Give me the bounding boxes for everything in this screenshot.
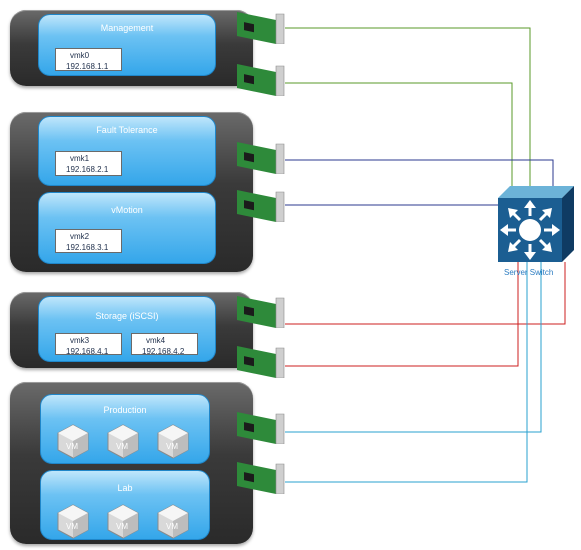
uplink-storage-2 — [285, 262, 519, 367]
portgroup-title: Management — [100, 23, 154, 33]
vmk-ip: 192.168.1.1 — [66, 62, 109, 71]
vm-label: VM — [66, 522, 78, 531]
uplink-production — [285, 262, 542, 433]
switch-label: Server Switch — [504, 268, 554, 277]
vmk-name: vmk3 — [70, 336, 90, 345]
vmk-ip: 192.168.3.1 — [66, 243, 109, 252]
uplink-storage-1 — [285, 262, 566, 325]
nic-card-icon — [237, 12, 285, 44]
nic-card-icon — [237, 296, 285, 328]
uplink-ft — [285, 159, 554, 186]
nic-card-icon — [237, 142, 285, 174]
vm-label: VM — [66, 442, 78, 451]
vmk-name: vmk1 — [70, 154, 90, 163]
portgroup-fault-tolerance[interactable]: Fault Tolerance vmk1 192.168.2.1 — [38, 116, 216, 186]
vmk1-box[interactable]: vmk1 192.168.2.1 — [55, 151, 122, 176]
vmk-ip: 192.168.2.1 — [66, 165, 109, 174]
vmk-name: vmk4 — [146, 336, 166, 345]
nic-card-icon — [237, 190, 285, 222]
vm-icon[interactable]: VM — [105, 423, 141, 459]
host-ft-vmotion: Fault Tolerance vmk1 192.168.2.1 vMotion… — [10, 112, 253, 272]
nic-card-icon — [237, 64, 285, 96]
portgroup-title: vMotion — [111, 205, 143, 215]
vm-icon[interactable]: VM — [155, 423, 191, 459]
vm-label: VM — [116, 522, 128, 531]
uplink-management-2 — [285, 82, 513, 186]
vm-label: VM — [166, 522, 178, 531]
vm-icon[interactable]: VM — [55, 503, 91, 539]
vm-icon[interactable]: VM — [155, 503, 191, 539]
vmk-ip: 192.168.4.1 — [66, 347, 109, 356]
portgroup-production[interactable]: Production VM VM VM — [40, 394, 210, 464]
portgroup-title: Production — [103, 405, 147, 415]
host-vm-networks: Production VM VM VM Lab VM — [10, 382, 253, 544]
uplink-lab — [285, 262, 528, 483]
portgroup-storage[interactable]: Storage (iSCSI) vmk3 192.168.4.1 vmk4 19… — [38, 296, 216, 362]
portgroup-title: Storage (iSCSI) — [95, 311, 159, 321]
vmk0-box[interactable]: vmk0 192.168.1.1 — [55, 48, 122, 71]
portgroup-title: Lab — [117, 483, 133, 493]
vmk3-box[interactable]: vmk3 192.168.4.1 — [55, 333, 122, 356]
host-management: Management vmk0 192.168.1.1 — [10, 10, 253, 86]
portgroup-management[interactable]: Management vmk0 192.168.1.1 — [38, 14, 216, 76]
vm-label: VM — [166, 442, 178, 451]
vm-icon[interactable]: VM — [105, 503, 141, 539]
nic-card-icon — [237, 346, 285, 378]
vmk4-box[interactable]: vmk4 192.168.4.2 — [131, 333, 198, 356]
host-storage: Storage (iSCSI) vmk3 192.168.4.1 vmk4 19… — [10, 292, 253, 368]
uplink-management-1 — [285, 27, 531, 186]
network-switch-icon[interactable] — [498, 186, 576, 264]
portgroup-vmotion[interactable]: vMotion vmk2 192.168.3.1 — [38, 192, 216, 264]
nic-card-icon — [237, 412, 285, 444]
vmk-name: vmk0 — [70, 51, 90, 60]
vm-label: VM — [116, 442, 128, 451]
nic-card-icon — [237, 462, 285, 494]
vmk-name: vmk2 — [70, 232, 90, 241]
vmk-ip: 192.168.4.2 — [142, 347, 185, 356]
vm-icon[interactable]: VM — [55, 423, 91, 459]
portgroup-lab[interactable]: Lab VM VM VM — [40, 470, 210, 540]
portgroup-title: Fault Tolerance — [96, 125, 158, 135]
vmk2-box[interactable]: vmk2 192.168.3.1 — [55, 229, 122, 253]
